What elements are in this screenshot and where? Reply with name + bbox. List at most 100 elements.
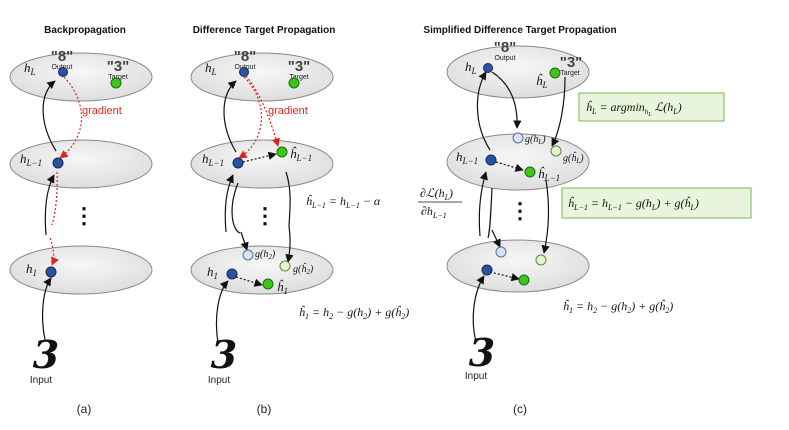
label-hhatL: ĥL [536, 73, 548, 90]
node-hhatL1 [524, 166, 536, 178]
node-g-hhat2 [535, 254, 547, 266]
forward-arrow-lower [224, 174, 234, 233]
eq-c-box2 [561, 187, 752, 219]
input-digit-image: 3 [33, 332, 59, 377]
label-g-hhat2: g(ĥ2) [293, 262, 314, 276]
layer-output-ellipse [446, 45, 590, 99]
panel-b: Difference Target Propagation "8" Output… [190, 25, 462, 416]
output-digit-label: "8" [51, 48, 74, 65]
forward-arrow-upper [223, 80, 237, 153]
gradient-label: gradient [82, 105, 122, 117]
node-hhat1 [518, 274, 530, 286]
g-arrow-hhatL [551, 76, 566, 147]
node-hL [483, 63, 493, 73]
layer-ellipsis: ⋮ [73, 203, 95, 228]
eq-c-box1 [578, 92, 725, 122]
eq-c-target: ĥL−1 = hL−1 − g(hL) + g(ĥL) [568, 196, 699, 212]
layer-output-ellipse [190, 52, 334, 102]
eq-b-update-den: ∂hL−1 [421, 204, 447, 220]
target-shift-arrow-low [489, 271, 520, 282]
label-h1: h1 [207, 264, 218, 281]
input-digit-image: 3 [469, 330, 495, 375]
panel-c: Simplified Difference Target Propagation… [423, 25, 752, 416]
node-g-h2 [242, 249, 254, 261]
g-arrow-hhat2 [541, 179, 550, 254]
output-digit-label: "8" [494, 39, 517, 56]
input-arrow [472, 275, 485, 343]
forward-arrow-upper [476, 71, 491, 151]
gradient-arrow-lower [49, 237, 59, 266]
feedback-curve-left [487, 187, 493, 239]
g-arrow-hL [491, 71, 522, 129]
label-hL: hL [24, 60, 36, 77]
gradient-label: gradient [268, 105, 308, 117]
panel-b-title: Difference Target Propagation [193, 25, 336, 36]
eq-b-bottom: ĥ1 = h2 − g(h2) + g(ĥ2) [299, 305, 409, 321]
panel-a: Backpropagation "8" Output "3" Target hL… [9, 25, 153, 416]
node-hL [239, 67, 249, 77]
input-arrow [215, 280, 229, 344]
eq-b-update: ĥL−1 = hL−1 − α [306, 194, 381, 210]
label-hL: hL [205, 60, 217, 77]
g-arrow-h2 [491, 229, 501, 248]
gradient-arrow-middle [51, 171, 58, 226]
feedback-curve-left [231, 182, 241, 234]
node-target [110, 77, 122, 89]
label-g-hhatL: g(ĥL) [563, 151, 584, 165]
g-arrow-h2 [240, 231, 249, 251]
node-hL1 [52, 157, 64, 169]
panel-c-caption: (c) [513, 402, 527, 416]
target-digit-label: "3" [288, 58, 311, 75]
target-word: Target [560, 70, 580, 77]
node-g-hL [512, 132, 524, 144]
target-shift-arrow [495, 161, 524, 172]
node-hhat1 [262, 278, 274, 290]
label-h1: h1 [26, 261, 37, 278]
input-label: Input [208, 375, 230, 386]
target-shift-arrow [242, 151, 277, 163]
eq-b-update-num: ∂ℒ(hL) [420, 186, 453, 202]
input-digit-image: 3 [211, 332, 237, 377]
forward-arrow-lower [478, 171, 488, 237]
input-label: Input [30, 375, 52, 386]
node-g-h2 [495, 246, 507, 258]
panel-b-caption: (b) [257, 402, 272, 416]
target-word: Target [289, 74, 309, 81]
input-label: Input [465, 371, 487, 382]
node-hL [58, 67, 68, 77]
eq-c-bottom: ĥ1 = h2 − g(h2) + g(ĥ2) [563, 299, 673, 315]
node-hhatL [549, 67, 561, 79]
output-digit-label: "8" [234, 48, 257, 65]
layer-first-ellipse [446, 239, 590, 293]
forward-arrow-upper [42, 80, 57, 152]
target-digit-label: "3" [107, 58, 130, 75]
target-shift-arrow-low [235, 276, 263, 287]
panel-a-title: Backpropagation [44, 25, 126, 36]
label-hL: hL [465, 59, 477, 76]
panel-c-title: Simplified Difference Target Propagation [423, 25, 616, 36]
layer-hidden-ellipse [9, 139, 153, 189]
node-h1 [481, 264, 493, 276]
label-hhat1: ĥ1 [277, 279, 288, 296]
node-g-hhat2 [279, 260, 291, 272]
output-word: Output [494, 55, 515, 62]
layer-ellipsis: ⋮ [254, 203, 276, 228]
node-h1 [226, 268, 238, 280]
layer-ellipsis: ⋮ [509, 198, 531, 223]
panel-a-caption: (a) [77, 402, 92, 416]
target-digit-label: "3" [560, 54, 583, 71]
node-g-hhatL [550, 145, 562, 157]
node-target [288, 77, 300, 89]
target-word: Target [108, 74, 128, 81]
node-hL1 [485, 154, 497, 166]
input-arrow [41, 277, 52, 341]
node-hL1 [232, 157, 244, 169]
forward-arrow-lower [44, 174, 55, 236]
node-h1 [45, 266, 57, 278]
gradient-arrow-upper [59, 76, 82, 159]
feedback-curve-right [285, 171, 291, 227]
node-hhatL1 [276, 146, 288, 158]
g-arrow-hhat2 [285, 225, 294, 263]
layer-output-ellipse [9, 52, 153, 102]
